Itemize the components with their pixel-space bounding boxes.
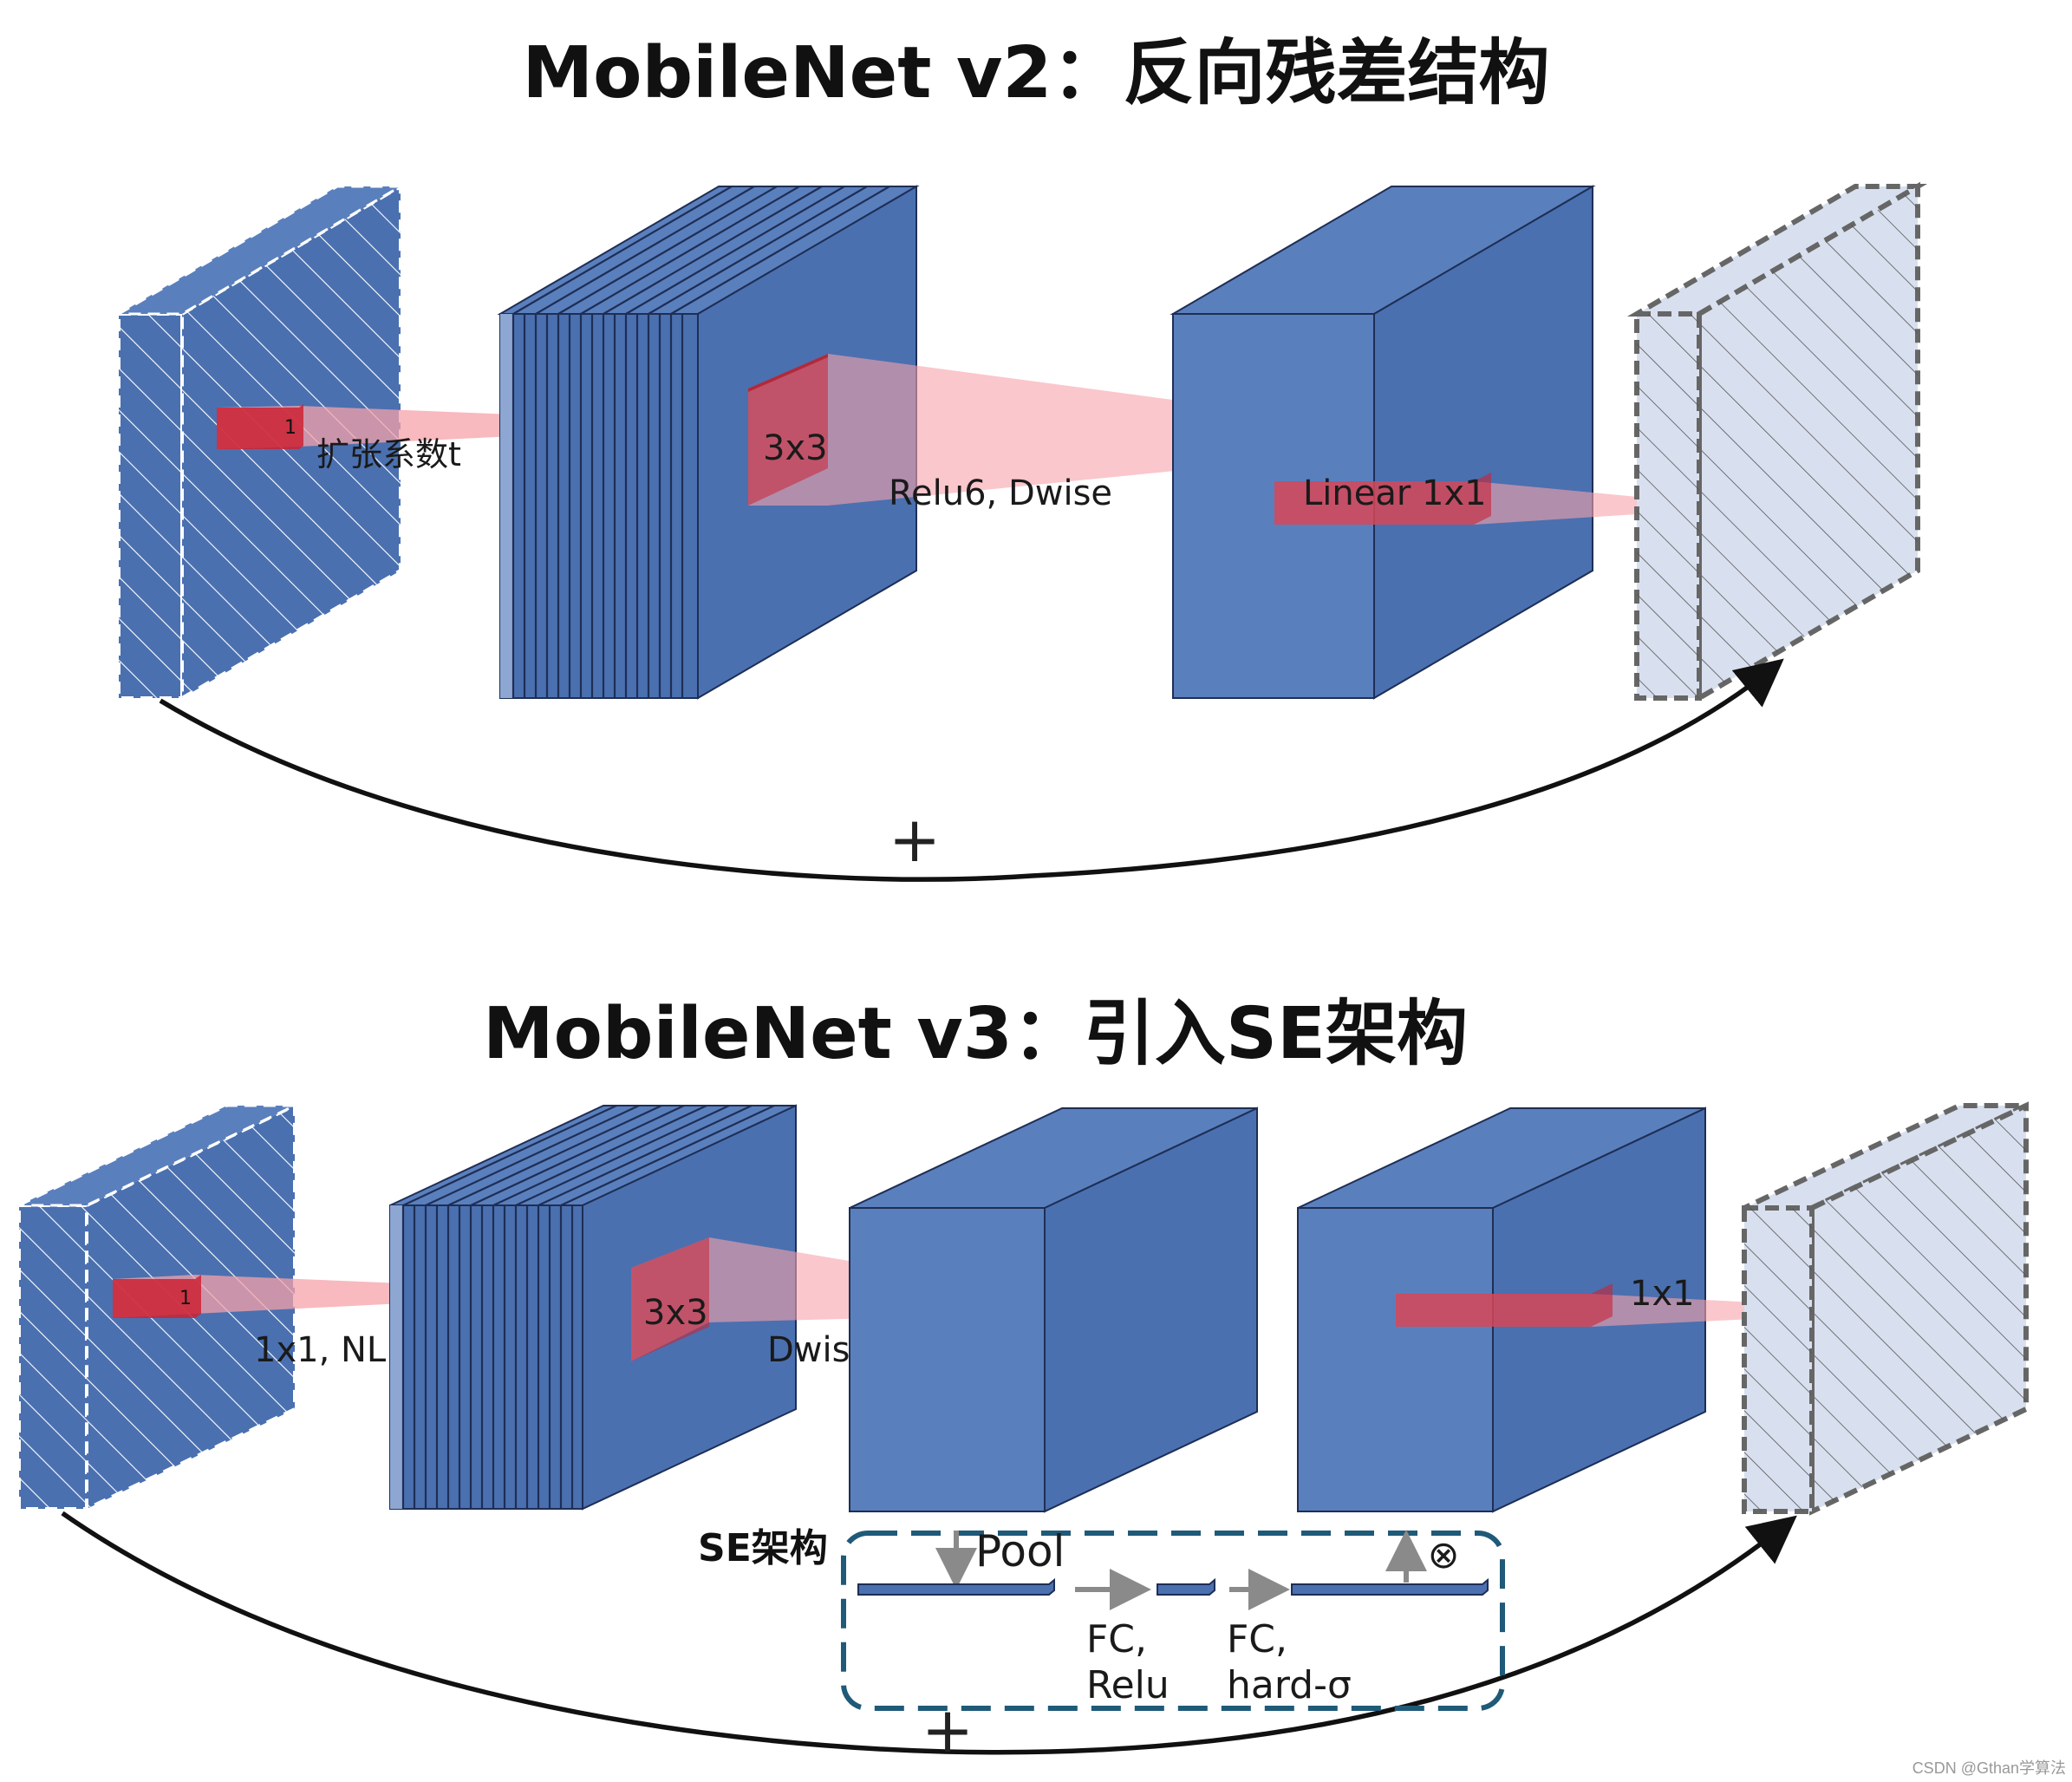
- se-bar-2: [1157, 1577, 1215, 1596]
- v3-add-symbol: +: [922, 1694, 974, 1766]
- v2-kernel-1-label: 1: [284, 417, 296, 439]
- v3-kernel-3x3: [631, 1237, 709, 1361]
- fc2-label-line1: FC,: [1227, 1617, 1287, 1661]
- v3-skip-connection: [61, 1511, 1797, 1755]
- v2-linear-label: Linear 1x1: [1303, 473, 1487, 513]
- fc1-label-line1: FC,: [1086, 1617, 1147, 1661]
- watermark: CSDN @Gthan学算法: [1912, 1759, 2066, 1777]
- fc1-label-line2: Relu: [1086, 1663, 1170, 1707]
- v3-proj-label: 1x1: [1630, 1274, 1695, 1314]
- v2-kernel-3x3-label: 3x3: [763, 428, 828, 468]
- v2-beam-2: [748, 354, 1478, 506]
- se-bar-1: [857, 1577, 1055, 1596]
- se-block: SE架构 Pool ⊗ FC, Relu FC, hard-σ: [698, 1526, 1505, 1711]
- se-block-border: [841, 1531, 1505, 1711]
- v3-title: MobileNet v3：引入SE架构: [483, 993, 1468, 1075]
- fc2-label-line2: hard-σ: [1227, 1663, 1352, 1707]
- pool-label: Pool: [975, 1526, 1065, 1576]
- multiply-symbol: ⊗: [1428, 1533, 1460, 1577]
- v2-skip-connection: [159, 658, 1784, 882]
- v3-kernel-1-label: 1: [179, 1288, 192, 1309]
- v2-dwise-tensor: [1170, 185, 1596, 700]
- v3-kernel-3x3-label: 3x3: [643, 1293, 708, 1333]
- v2-output-tensor: [1626, 181, 1928, 703]
- v2-expand-tensor: [497, 185, 920, 700]
- v2-expand-label: 扩张系数t: [316, 435, 461, 473]
- v3-output-tensor: [1742, 1101, 2029, 1516]
- v2-kernel-3x3: [748, 354, 828, 506]
- v3-conv-label: 1x1, NL: [254, 1330, 387, 1370]
- v2-kernel-linear: [1274, 473, 1491, 525]
- v3-dwise-tensor: [849, 1106, 1258, 1513]
- v3-kernel-1x1: 1: [113, 1275, 201, 1318]
- v2-title: MobileNet v2：反向残差结构: [523, 32, 1550, 114]
- se-title: SE架构: [698, 1526, 828, 1570]
- v2-kernel-1x1: 1: [217, 404, 303, 449]
- v2-dwise-label: Relu6, Dwise: [889, 473, 1112, 513]
- v2-add-symbol: +: [889, 803, 941, 876]
- v3-kernel-proj: [1396, 1283, 1613, 1327]
- se-bar-3: [1291, 1577, 1489, 1596]
